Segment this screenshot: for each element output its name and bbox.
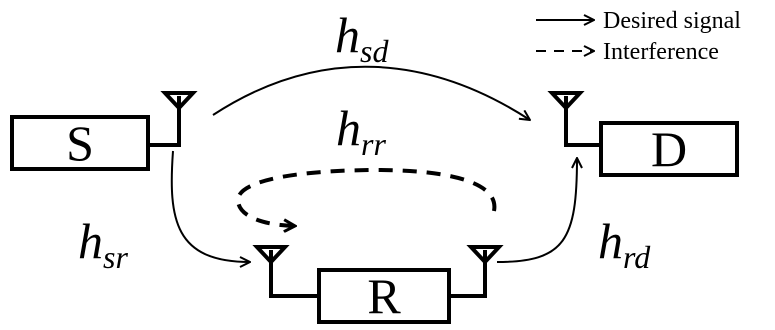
source-antenna-feed <box>148 96 181 147</box>
source-antenna-icon <box>160 91 198 111</box>
relay-tx-antenna-feed <box>449 250 487 298</box>
channel-label-sd: hsd <box>335 7 389 69</box>
relay-node: R <box>252 245 504 324</box>
legend-desired-label: Desired signal <box>603 8 741 34</box>
destination-node: D <box>547 91 739 177</box>
channel-label-sr: hsr <box>78 213 128 275</box>
relay-rx-antenna-icon <box>252 245 290 265</box>
relay-rx-antenna-feed <box>269 250 319 298</box>
source-label: S <box>66 115 94 171</box>
source-node: S <box>10 91 198 171</box>
destination-label: D <box>651 121 687 177</box>
relay-label: R <box>367 268 401 324</box>
destination-antenna-icon <box>547 91 585 111</box>
destination-antenna-feed <box>564 96 601 147</box>
channel-label-rr: hrr <box>336 100 386 162</box>
link-source-relay <box>170 150 250 262</box>
relay-tx-antenna-icon <box>466 245 504 265</box>
self-interference-loop <box>235 167 497 226</box>
channel-label-rd: hrd <box>598 213 651 275</box>
legend-interference-label: Interference <box>603 39 719 65</box>
link-relay-destination <box>496 158 577 263</box>
link-source-destination <box>212 65 530 120</box>
destination-box <box>599 121 739 177</box>
source-box <box>10 115 150 171</box>
legend: Desired signal Interference <box>536 8 741 65</box>
